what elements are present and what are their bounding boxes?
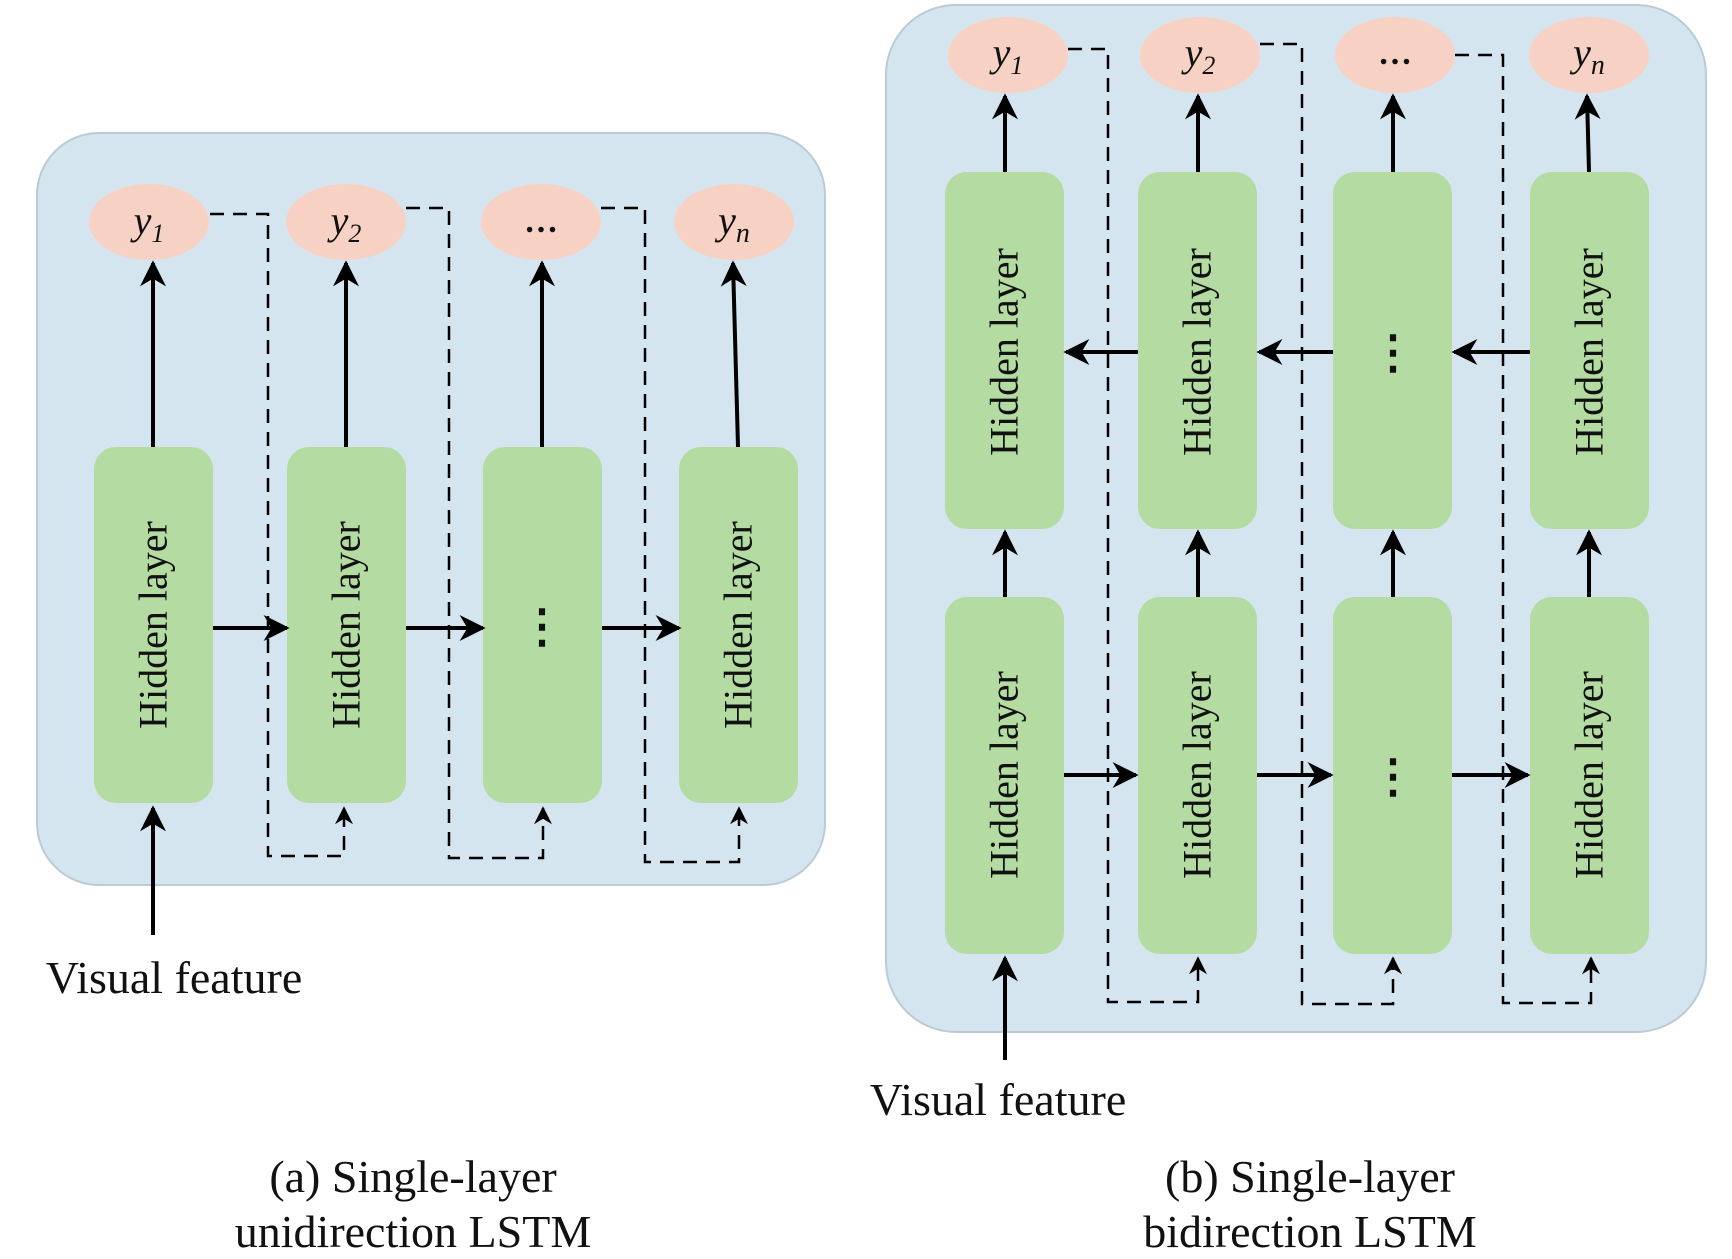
output-node-ellipsis — [481, 184, 601, 260]
panel-a-caption-line1: (a) Single-layer — [269, 1151, 556, 1202]
hidden-layer-box-1 — [94, 447, 213, 803]
panel-b-input-label: Visual feature — [870, 1074, 1127, 1125]
backward-hidden-layer-box-2 — [1138, 172, 1257, 529]
panel-b-feedback-lines — [1068, 42, 1600, 1006]
hidden-layer-label: Hidden layer — [131, 521, 176, 729]
hidden-layer-ellipsis: ⋮ — [519, 601, 565, 652]
hidden-layer-label: Hidden layer — [324, 521, 369, 729]
output-node-yn — [1529, 17, 1649, 93]
hidden-layer-label: Hidden layer — [1175, 248, 1220, 456]
output-label-yn: yn — [714, 198, 750, 249]
forward-hidden-layer-box-1 — [945, 597, 1064, 954]
output-label-y2: y2 — [327, 198, 362, 248]
panel-b-output-arrows — [992, 93, 1601, 173]
hidden-layer-ellipsis: ⋮ — [1370, 327, 1416, 378]
forward-hidden-layer-box-2 — [1138, 597, 1257, 954]
output-label-ellipsis: … — [524, 203, 558, 240]
hidden-layer-ellipsis: ⋮ — [1370, 751, 1416, 802]
panel-a-caption-line2: unidirection LSTM — [235, 1206, 591, 1257]
panel-b-bidirectional: y1 y2 … yn Hidden layer Hidden layer ⋮ H… — [870, 4, 1707, 1257]
hidden-layer-label: Hidden layer — [1567, 671, 1612, 879]
output-node-y1 — [948, 17, 1068, 93]
output-node-y2 — [1140, 17, 1260, 93]
output-label-ellipsis: … — [1378, 35, 1412, 72]
hidden-layer-box-4 — [679, 447, 798, 803]
output-label-y1: y1 — [130, 198, 165, 248]
output-node-y1 — [89, 184, 209, 260]
panel-b-layer-arrows — [992, 529, 1602, 597]
forward-hidden-layer-box-3 — [1333, 597, 1452, 954]
output-node-y2 — [286, 184, 406, 260]
output-label-yn: yn — [1569, 30, 1605, 81]
panel-b-forward-hidden-layers: Hidden layer Hidden layer ⋮ Hidden layer — [945, 597, 1649, 954]
panel-b-backward-hidden-layers: Hidden layer Hidden layer ⋮ Hidden layer — [945, 172, 1649, 529]
hidden-layer-label: Hidden layer — [716, 521, 761, 729]
hidden-layer-label: Hidden layer — [1567, 248, 1612, 456]
hidden-layer-label: Hidden layer — [982, 248, 1027, 456]
backward-hidden-layer-box-3 — [1333, 172, 1452, 529]
output-label-y1: y1 — [989, 30, 1024, 80]
backward-hidden-layer-box-4 — [1530, 172, 1649, 529]
panel-a-unidirectional: y1 y2 … yn Hidden layer Hidden layer ⋮ H… — [36, 132, 826, 1257]
hidden-layer-label: Hidden layer — [982, 671, 1027, 879]
panel-a-hidden-layers: Hidden layer Hidden layer ⋮ Hidden layer — [94, 447, 798, 803]
panel-a-background — [36, 132, 826, 886]
panel-b-outputs: y1 y2 … yn — [948, 17, 1649, 93]
panel-a-outputs: y1 y2 … yn — [89, 184, 794, 260]
panel-a-output-arrows — [140, 260, 747, 448]
output-node-yn — [674, 184, 794, 260]
output-node-ellipsis — [1335, 17, 1455, 93]
hidden-layer-box-2 — [287, 447, 406, 803]
panel-b-caption-line2: bidirection LSTM — [1143, 1206, 1476, 1257]
panel-b-caption-line1: (b) Single-layer — [1165, 1151, 1455, 1202]
panel-a-feedback-lines — [210, 206, 748, 864]
forward-hidden-layer-box-4 — [1530, 597, 1649, 954]
hidden-layer-box-3 — [483, 447, 602, 803]
panel-a-input-label: Visual feature — [46, 952, 303, 1003]
hidden-layer-label: Hidden layer — [1175, 671, 1220, 879]
output-label-y2: y2 — [1181, 30, 1216, 80]
backward-hidden-layer-box-1 — [945, 172, 1064, 529]
